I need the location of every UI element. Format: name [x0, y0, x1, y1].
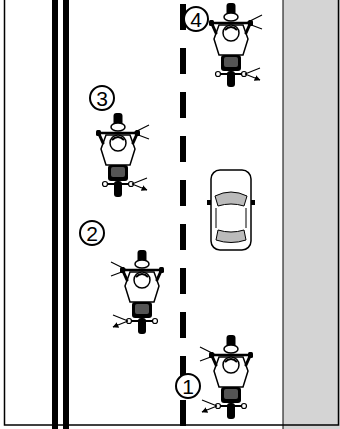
- motorcycle-2: [111, 250, 164, 334]
- callout-number: 3: [89, 85, 115, 111]
- callout-number: 1: [175, 373, 201, 399]
- motorcycle-3: [96, 113, 149, 197]
- car: [207, 170, 255, 250]
- callout-number: 2: [79, 220, 105, 246]
- motorcycle-1: [200, 335, 253, 419]
- motorcycle-4: [209, 3, 262, 87]
- callout-number: 4: [183, 6, 209, 32]
